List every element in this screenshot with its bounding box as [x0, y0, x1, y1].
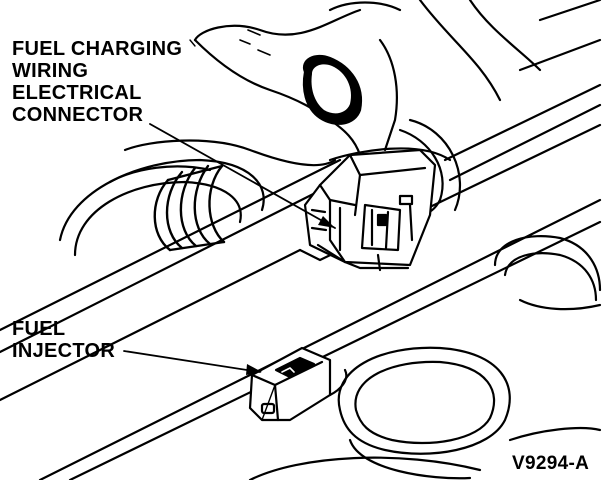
- intake-port-lower: [337, 346, 511, 480]
- electrical-connector-drawing: [303, 148, 437, 272]
- label-line-4: CONNECTOR: [12, 104, 144, 126]
- leader-connector: [149, 123, 336, 229]
- label-line-3: ELECTRICAL: [12, 82, 142, 104]
- label-line-1: FUEL CHARGING: [12, 38, 183, 60]
- label-fuel-injector: FUEL INJECTOR: [12, 318, 115, 362]
- intake-port-right: [493, 235, 602, 311]
- arrowhead-connector: [318, 216, 335, 228]
- label-line-1: FUEL: [12, 318, 66, 340]
- thumb: [302, 54, 363, 125]
- leader-injector: [123, 350, 261, 373]
- label-line-2: WIRING: [12, 60, 89, 82]
- label-fuel-charging-wiring-connector: FUEL CHARGING WIRING ELECTRICAL CONNECTO…: [12, 38, 182, 126]
- arrowheads: [246, 216, 335, 375]
- port-gasket-coil: [153, 164, 226, 252]
- fuel-rail-body: [0, 83, 602, 480]
- manifold-lower-right: [248, 426, 602, 480]
- figure-code: V9294-A: [512, 453, 590, 474]
- leader-lines: [123, 39, 336, 373]
- intake-port-upper-left: [58, 139, 337, 257]
- arrowhead-injector: [246, 364, 262, 375]
- manifold-upper-right: [418, 0, 602, 102]
- fuel-injector-drawing: [248, 346, 348, 422]
- hand-outline: [193, 1, 402, 157]
- label-line-2: INJECTOR: [12, 340, 116, 362]
